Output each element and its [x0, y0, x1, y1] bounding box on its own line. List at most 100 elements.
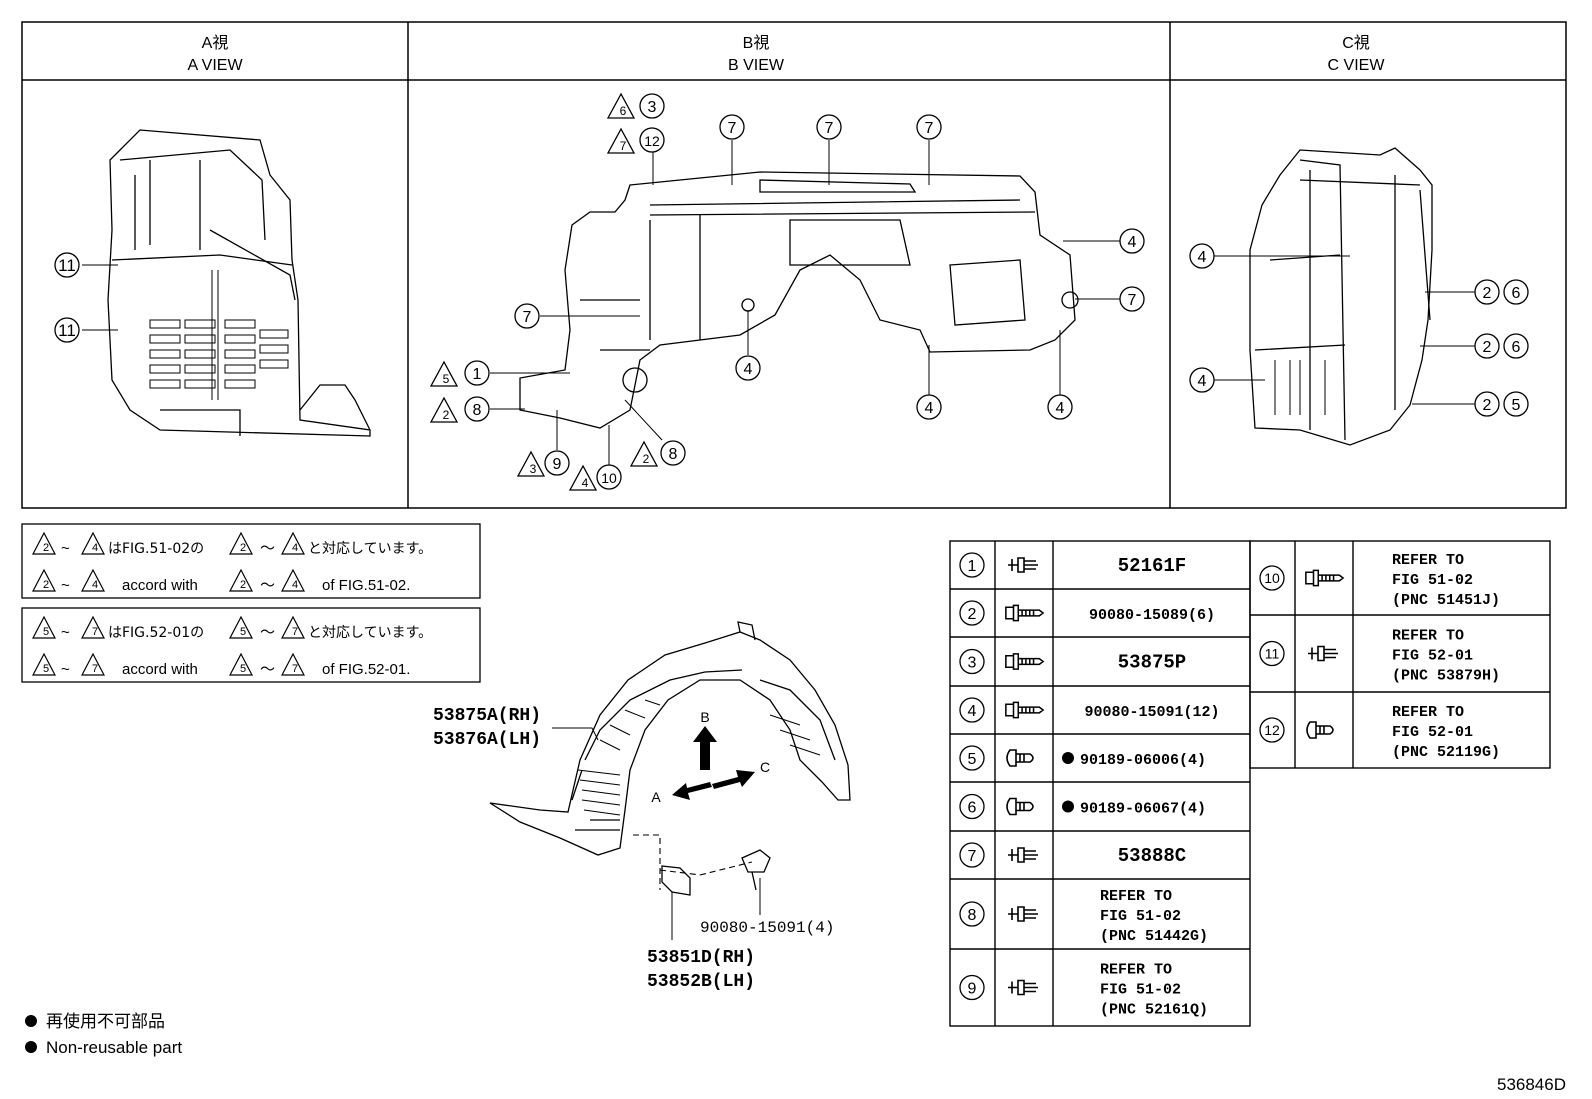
n1-tri-c2: 2 [240, 579, 246, 591]
view-b-leaders [490, 140, 1120, 465]
b-bot-4a: 4 [925, 400, 934, 417]
non-reusable-bullet [1062, 800, 1074, 813]
b-right-4: 4 [1128, 234, 1137, 251]
n1-tilde-en: ~ [61, 577, 70, 594]
n1-en-mid: accord with [122, 577, 198, 594]
n2-tri-b2: 7 [92, 663, 98, 675]
c-left-4a: 4 [1198, 249, 1207, 266]
views-frame [21, 21, 1567, 509]
row-number-circle [959, 600, 985, 626]
n1-jp-end: と対応しています。 [308, 541, 432, 557]
row-number-circle [959, 745, 985, 771]
part-number-text: FIG 51-02 [1100, 982, 1181, 999]
part-53851d: 53851D(RH) [647, 948, 755, 968]
b-tri-6: 6 [620, 104, 627, 118]
push-icon [1006, 749, 1034, 767]
row-number-circle [959, 901, 985, 927]
part-53852b: 53852B(LH) [647, 972, 755, 992]
n1-tri-b: 4 [92, 542, 98, 554]
view-a-drawing [82, 129, 371, 437]
parts-table-right [1249, 540, 1551, 769]
main-part-labels: 53875A(RH) 53876A(LH) 90080-15091(4) 538… [433, 706, 834, 992]
part-number-text: REFER TO [1100, 888, 1172, 905]
row-number-circle [959, 648, 985, 675]
n2-tri-c2: 5 [240, 663, 246, 675]
c-left-4b: 4 [1198, 373, 1207, 390]
b-num-3: 3 [648, 99, 657, 116]
part-number-text: REFER TO [1392, 552, 1464, 569]
c-r3a: 2 [1483, 397, 1492, 414]
part-number-text: (PNC 52161Q) [1100, 1002, 1208, 1019]
note-box-2: 5 7 5 7 5 7 5 7 ~ はFIG.52-01の ～ と対応しています… [21, 607, 481, 683]
n1-jp-mid: はFIG.51-02の [108, 541, 204, 557]
n1-tri-a2: 2 [43, 579, 49, 591]
b-num-1: 1 [473, 366, 482, 383]
n1-tilde2-en: ～ [260, 576, 275, 594]
push-icon [1006, 797, 1034, 816]
b-top-7a: 7 [728, 120, 737, 137]
screw-icon [1005, 604, 1044, 622]
b-num-10: 10 [601, 470, 617, 486]
part-number-text: REFER TO [1392, 704, 1464, 721]
screw-icon [1005, 701, 1044, 719]
n1-tilde: ~ [61, 540, 70, 557]
row-number-circle [1259, 717, 1285, 743]
part-number-text: 52161F [1118, 555, 1186, 577]
row-number: 12 [1264, 722, 1280, 738]
arrow-b-label: B [700, 709, 709, 725]
b-tri-2b: 2 [643, 452, 650, 466]
b-tri-5: 5 [443, 372, 450, 386]
row-number-circle [959, 793, 985, 820]
n1-tri-b2: 4 [92, 579, 98, 591]
row-number: 2 [968, 606, 977, 623]
n2-tri-c: 5 [240, 626, 246, 638]
part-number-text: 53875P [1118, 652, 1186, 674]
part-number-text: REFER TO [1392, 628, 1464, 645]
n2-tilde-en: ~ [61, 661, 70, 678]
part-number-text: 90080-15091(12) [1084, 704, 1219, 721]
row-number-circle [959, 552, 985, 578]
view-b-en: B VIEW [728, 57, 785, 74]
b-right-7: 7 [1128, 292, 1137, 309]
row-number-circle [959, 974, 985, 1001]
part-number-text: (PNC 52119G) [1392, 744, 1500, 761]
part-number-text: FIG 51-02 [1100, 908, 1181, 925]
view-a-callouts: 11 11 [54, 252, 80, 343]
fender-liner-drawing [489, 621, 851, 940]
c-r2a: 2 [1483, 339, 1492, 356]
part-number-text: REFER TO [1100, 962, 1172, 979]
row-number-circle [1259, 640, 1285, 667]
view-b-jp: B視 [743, 34, 770, 52]
clip-icon [1307, 645, 1339, 662]
callout-a-11a: 11 [58, 256, 76, 275]
view-b-callouts: 6 3 7 12 7 7 7 4 7 7 4 4 4 5 1 2 8 3 9 4… [429, 92, 1145, 491]
non-reusable-bullet [1062, 752, 1074, 764]
b-bot-4b: 4 [1056, 400, 1065, 417]
part-number-text: 53888C [1118, 845, 1186, 867]
part-53875a: 53875A(RH) [433, 706, 541, 726]
b-mid-4: 4 [744, 361, 753, 378]
part-number-text: FIG 52-01 [1392, 648, 1473, 665]
part-number-text: (PNC 53879H) [1392, 668, 1500, 685]
n2-tilde2: ～ [260, 623, 275, 641]
part-number-text: 90189-06067(4) [1080, 801, 1206, 818]
part-number-text: (PNC 51442G) [1100, 928, 1208, 945]
n2-en-mid: accord with [122, 661, 198, 678]
n2-tilde: ~ [61, 624, 70, 641]
c-r1a: 2 [1483, 285, 1492, 302]
arrow-c-label: C [760, 759, 770, 775]
n1-tilde2: ～ [260, 539, 275, 557]
part-number-text: FIG 52-01 [1392, 724, 1473, 741]
b-tri-7: 7 [620, 139, 627, 153]
